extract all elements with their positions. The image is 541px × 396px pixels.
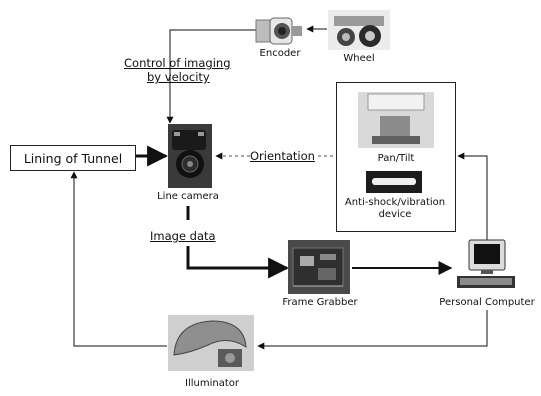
wheel-label: Wheel (343, 53, 375, 64)
illuminator-image (168, 315, 254, 371)
frame-grabber-image (288, 240, 350, 294)
encoder-label: Encoder (259, 48, 301, 59)
image-data-label: Image data (150, 229, 216, 243)
pan-tilt-label: Pan/Tilt (377, 153, 415, 164)
illuminator-label: Illuminator (185, 378, 239, 389)
line-camera-label: Line camera (157, 191, 219, 202)
frame-grabber-label: Frame Grabber (282, 297, 358, 308)
control-of-imaging-label-line1: Control of imaging (124, 56, 231, 70)
line-pc-to-pantilt (467, 155, 488, 240)
anti-shock-label: Anti-shock/vibration device (344, 197, 446, 220)
control-of-imaging-label-line2: by velocity (147, 70, 210, 84)
lining-of-tunnel-label: Lining of Tunnel (23, 150, 123, 166)
line-pc-to-illuminator (275, 310, 488, 347)
pan-tilt-image (358, 92, 434, 148)
anti-shock-image (366, 171, 422, 193)
line-camera-image (168, 124, 212, 188)
wheel-image (328, 10, 390, 50)
line-illuminator-to-lining (73, 180, 167, 347)
encoder-image (255, 17, 302, 45)
personal-computer-image (457, 239, 515, 288)
lining-of-tunnel-box: Lining of Tunnel (10, 145, 136, 171)
line-encoder-to-camera (169, 29, 283, 110)
orientation-label: Orientation (250, 149, 315, 163)
personal-computer-label: Personal Computer (439, 297, 535, 308)
line-image-data-to-grabber (186, 246, 284, 270)
